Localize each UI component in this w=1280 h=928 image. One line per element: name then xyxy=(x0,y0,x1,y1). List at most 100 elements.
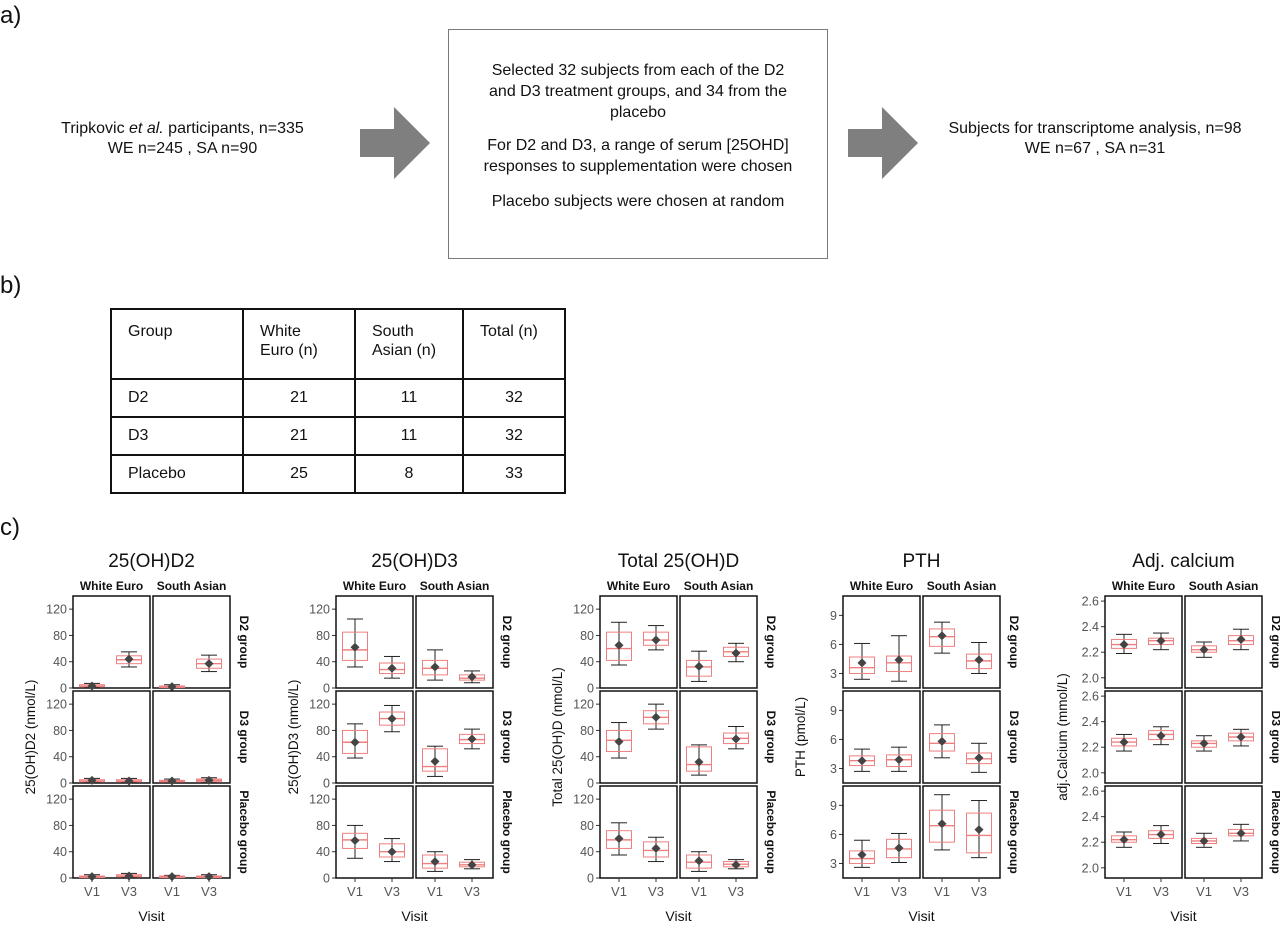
facet-panel xyxy=(679,690,758,784)
mean-point xyxy=(651,843,661,853)
mean-point xyxy=(87,681,97,691)
chart-title: 25(OH)D3 xyxy=(371,551,458,572)
x-tick-label: V3 xyxy=(1153,884,1169,899)
mean-point xyxy=(350,836,360,846)
header-line: Group xyxy=(128,323,173,340)
box xyxy=(686,746,712,772)
y-tick-label: 6 xyxy=(830,828,837,842)
facet-column-label: South Asian xyxy=(927,579,997,593)
box xyxy=(849,656,875,674)
mean-point xyxy=(167,776,177,786)
mean-point xyxy=(167,682,177,692)
panel-label-a: a) xyxy=(0,2,22,29)
y-axis-label: 25(OH)D2 (nmol/L) xyxy=(23,680,38,795)
y-tick-label: 80 xyxy=(316,629,330,643)
y-tick-label: 80 xyxy=(580,724,594,738)
table-row: Placebo 25 8 33 xyxy=(110,454,566,494)
x-tick-label: V1 xyxy=(84,884,100,899)
y-tick-label: 2.6 xyxy=(1082,690,1099,704)
y-tick-label: 80 xyxy=(53,724,67,738)
box xyxy=(342,832,368,849)
y-tick-label: 2.4 xyxy=(1082,620,1099,634)
x-axis-label: Visit xyxy=(908,908,934,924)
flow-center-p2: For D2 and D3, a range of serum [25OHD] … xyxy=(483,137,793,175)
flow-right-line2: WE n=67 , SA n=31 xyxy=(1024,140,1166,157)
facet-panel xyxy=(152,595,231,689)
y-tick-label: 120 xyxy=(573,603,594,617)
x-tick-label: V1 xyxy=(1196,884,1212,899)
x-tick-label: V1 xyxy=(691,884,707,899)
x-tick-label: V1 xyxy=(1116,884,1132,899)
mean-point xyxy=(731,648,741,658)
mean-point xyxy=(387,663,397,673)
y-tick-label: 0 xyxy=(323,872,330,886)
y-tick-label: 3 xyxy=(830,762,837,776)
table-cell: D3 xyxy=(110,416,244,456)
x-tick-label: V3 xyxy=(1233,884,1249,899)
facet-column-label: White Euro xyxy=(343,579,406,593)
mean-point xyxy=(87,872,97,882)
facet-panel xyxy=(1104,595,1183,689)
y-tick-label: 40 xyxy=(53,655,67,669)
box xyxy=(422,854,448,869)
mean-point xyxy=(974,655,984,665)
y-tick-label: 120 xyxy=(46,793,67,807)
flow-arrow-1 xyxy=(360,107,430,179)
y-tick-label: 120 xyxy=(573,793,594,807)
x-tick-label: V1 xyxy=(164,884,180,899)
mean-point xyxy=(430,662,440,672)
mean-point xyxy=(1199,738,1209,748)
header-line: Total (n) xyxy=(480,323,538,340)
facet-row-label: D3 group xyxy=(1269,711,1280,764)
y-tick-label: 120 xyxy=(309,603,330,617)
y-tick-label: 80 xyxy=(53,819,67,833)
facet-panel xyxy=(842,690,921,784)
flow-left-text: Tripkovic et al. participants, n=335 WE … xyxy=(30,119,335,159)
mean-point xyxy=(387,714,397,724)
table-cell: D2 xyxy=(110,378,244,418)
mean-point xyxy=(1199,836,1209,846)
x-axis-label: Visit xyxy=(138,908,164,924)
table-cell: 33 xyxy=(462,454,566,494)
facet-panel xyxy=(72,595,151,689)
facet-panel xyxy=(922,690,1001,784)
y-axis-label: 25(OH)D3 (nmol/L) xyxy=(286,680,301,795)
y-tick-label: 120 xyxy=(46,698,67,712)
mean-point xyxy=(1119,737,1129,747)
y-tick-label: 40 xyxy=(53,750,67,764)
facet-panel xyxy=(335,785,414,879)
x-tick-label: V1 xyxy=(611,884,627,899)
facet-row-label: D3 group xyxy=(764,711,778,764)
mean-point xyxy=(204,659,214,669)
facet-panel xyxy=(72,785,151,879)
x-tick-label: V3 xyxy=(201,884,217,899)
y-tick-label: 80 xyxy=(316,724,330,738)
facet-row-label: Placebo group xyxy=(1007,790,1021,873)
y-tick-label: 40 xyxy=(53,845,67,859)
y-tick-label: 0 xyxy=(60,777,67,791)
y-tick-label: 3 xyxy=(830,857,837,871)
x-axis-label: Visit xyxy=(401,908,427,924)
box xyxy=(886,754,912,768)
y-tick-label: 3 xyxy=(830,667,837,681)
y-tick-label: 9 xyxy=(830,609,837,623)
facet-panel xyxy=(335,595,414,689)
y-tick-label: 2.6 xyxy=(1082,595,1099,609)
facet-column-label: White Euro xyxy=(80,579,143,593)
y-tick-label: 0 xyxy=(60,682,67,696)
box xyxy=(379,843,405,858)
y-tick-label: 0 xyxy=(587,682,594,696)
mean-point xyxy=(894,755,904,765)
facet-panel xyxy=(599,785,678,879)
box xyxy=(966,812,992,854)
x-axis-label: Visit xyxy=(1170,908,1196,924)
facet-panel xyxy=(72,690,151,784)
y-tick-label: 40 xyxy=(580,655,594,669)
mean-point xyxy=(694,856,704,866)
facet-row-label: D3 group xyxy=(500,711,514,764)
y-axis-label: adj.Calcium (mmol/L) xyxy=(1055,673,1070,801)
facet-row-label: D3 group xyxy=(237,711,251,764)
